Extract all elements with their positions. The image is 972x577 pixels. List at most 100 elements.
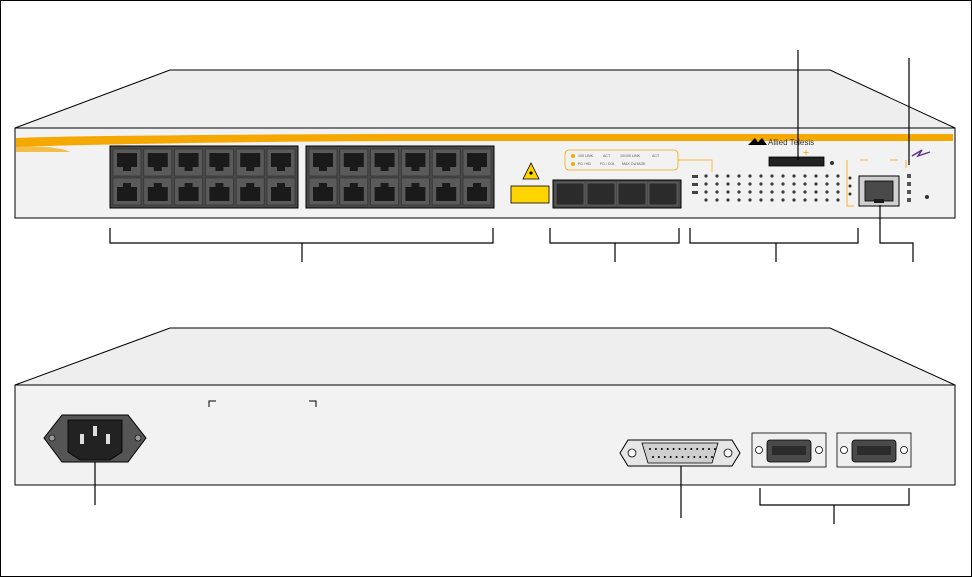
status-led (907, 190, 911, 194)
system-leds (692, 175, 698, 194)
rps-connector-pins (649, 448, 716, 458)
rj45-port[interactable] (339, 148, 369, 177)
rj45-port[interactable] (174, 148, 203, 177)
port-led (814, 190, 818, 194)
rj45-port[interactable] (266, 177, 296, 206)
port-block-frame (109, 145, 299, 209)
rps-pin (687, 456, 690, 458)
rj45-port-socket (467, 183, 487, 201)
port-led (792, 190, 796, 194)
stack-connector[interactable] (836, 432, 912, 468)
rj45-port-socket (405, 183, 426, 201)
rps-pin (663, 456, 666, 458)
rj45-port[interactable] (174, 177, 203, 206)
port-led (803, 174, 807, 178)
rps-pin (690, 448, 693, 450)
rj45-port[interactable] (401, 148, 430, 177)
port-led (825, 182, 829, 186)
port-led (825, 198, 829, 202)
front-accent-stripe (16, 134, 953, 147)
port-led (726, 190, 730, 194)
port-led (748, 190, 752, 194)
port-led (803, 198, 807, 202)
rj45-port[interactable] (308, 148, 338, 177)
system-led (848, 192, 852, 196)
port-led (748, 198, 752, 202)
rj45-port[interactable] (235, 177, 265, 206)
status-leds (905, 160, 929, 202)
rj45-port-socket (374, 183, 395, 201)
system-led (848, 184, 852, 188)
rj45-port[interactable] (266, 148, 296, 177)
rps-pin (657, 456, 660, 458)
rj45-port[interactable] (370, 177, 399, 206)
port-led (715, 198, 719, 202)
rj45-port[interactable] (143, 177, 173, 206)
rj45-port[interactable] (431, 177, 461, 206)
rj45-port[interactable] (462, 148, 492, 177)
rj45-port-socket (343, 183, 364, 201)
rj45-port[interactable] (205, 148, 234, 177)
rj45-port[interactable] (205, 177, 234, 206)
port-led (748, 174, 752, 178)
rj45-port-socket (209, 153, 230, 171)
rj45-port[interactable] (112, 177, 142, 206)
rj45-port[interactable] (431, 148, 461, 177)
callout-console (879, 205, 914, 262)
sfp-slot[interactable] (617, 182, 647, 206)
laser-warning-label (510, 185, 550, 204)
port-led (836, 182, 840, 186)
rj45-port-socket (240, 183, 261, 201)
laser-warning-icon-center (529, 171, 533, 175)
port-led (781, 182, 785, 186)
rj45-port-socket (467, 153, 487, 171)
rear-label-area-mark (208, 400, 317, 407)
secondary-logo-icon (911, 149, 931, 158)
rj45-port[interactable] (339, 177, 369, 206)
memory-card-slot[interactable] (768, 156, 825, 167)
status-led (907, 174, 911, 178)
port-led (770, 174, 774, 178)
rj45-port[interactable] (235, 148, 265, 177)
rps-pin (702, 448, 705, 450)
rj45-port-socket (178, 183, 199, 201)
stack-connector-screw (840, 446, 848, 454)
port-led (836, 174, 840, 178)
system-led (692, 183, 698, 186)
led-label: ACT (603, 154, 611, 158)
ac-inlet-screw (134, 434, 142, 442)
port-led (781, 174, 785, 178)
rj45-port[interactable] (112, 148, 142, 177)
rps-pin (675, 456, 678, 458)
callout-bracket-stack (759, 488, 910, 524)
rj45-port[interactable] (370, 148, 399, 177)
port-led (715, 190, 719, 194)
rj45-port[interactable] (143, 148, 173, 177)
rj45-port-socket (117, 183, 137, 201)
port-led (803, 182, 807, 186)
rps-pin (713, 448, 716, 450)
rj45-port[interactable] (462, 177, 492, 206)
rps-pin (699, 456, 702, 458)
port-led (715, 174, 719, 178)
rps-connector[interactable] (619, 439, 741, 467)
reset-button[interactable] (925, 195, 929, 199)
rj45-port[interactable] (308, 177, 338, 206)
front-view: Allied Telesis 100 LINK ACT 10/ (14, 50, 956, 262)
port-led (814, 174, 818, 178)
sfp-slot[interactable] (648, 182, 678, 206)
sfp-slot[interactable] (586, 182, 616, 206)
led-legend: 100 LINK ACT 10/100 LINK ACT FD / HD FD … (564, 149, 713, 172)
port-led (726, 198, 730, 202)
port-led (737, 190, 741, 194)
rj45-port-socket (436, 153, 457, 171)
ac-inlet-socket (67, 419, 123, 461)
front-accent-swoop (16, 146, 70, 152)
ac-power-inlet[interactable] (43, 414, 147, 463)
stack-connector[interactable] (751, 432, 827, 468)
rps-pin (708, 448, 710, 450)
front-chassis-top (14, 69, 956, 129)
rj45-port[interactable] (401, 177, 430, 206)
rps-connector-screw (627, 448, 637, 458)
sfp-slot[interactable] (555, 182, 585, 206)
